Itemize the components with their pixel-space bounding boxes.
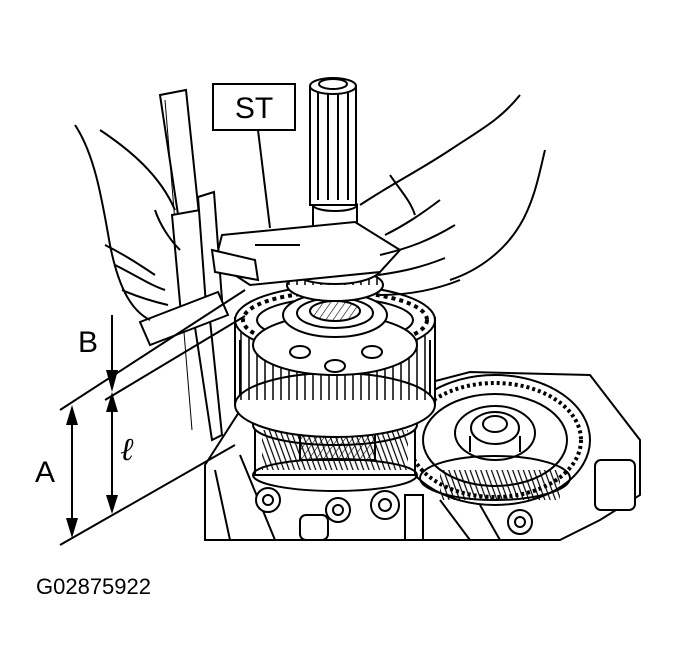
synchro-gear [234,285,436,438]
st-label-box [212,83,296,131]
right-hand [359,94,546,296]
dimension-label-a: A [35,456,55,489]
left-hand [74,124,181,321]
st-label: ST [235,92,273,125]
vernier-caliper [138,88,260,442]
dimension-label-ell: ℓ [120,430,134,468]
st-leader-line [257,129,271,229]
dimension-label-b: B [78,326,98,359]
counter-gear [399,374,591,506]
dimension-lines [59,289,246,546]
st-callout: ST [212,83,296,229]
figure-code: G02875922 [36,574,151,599]
